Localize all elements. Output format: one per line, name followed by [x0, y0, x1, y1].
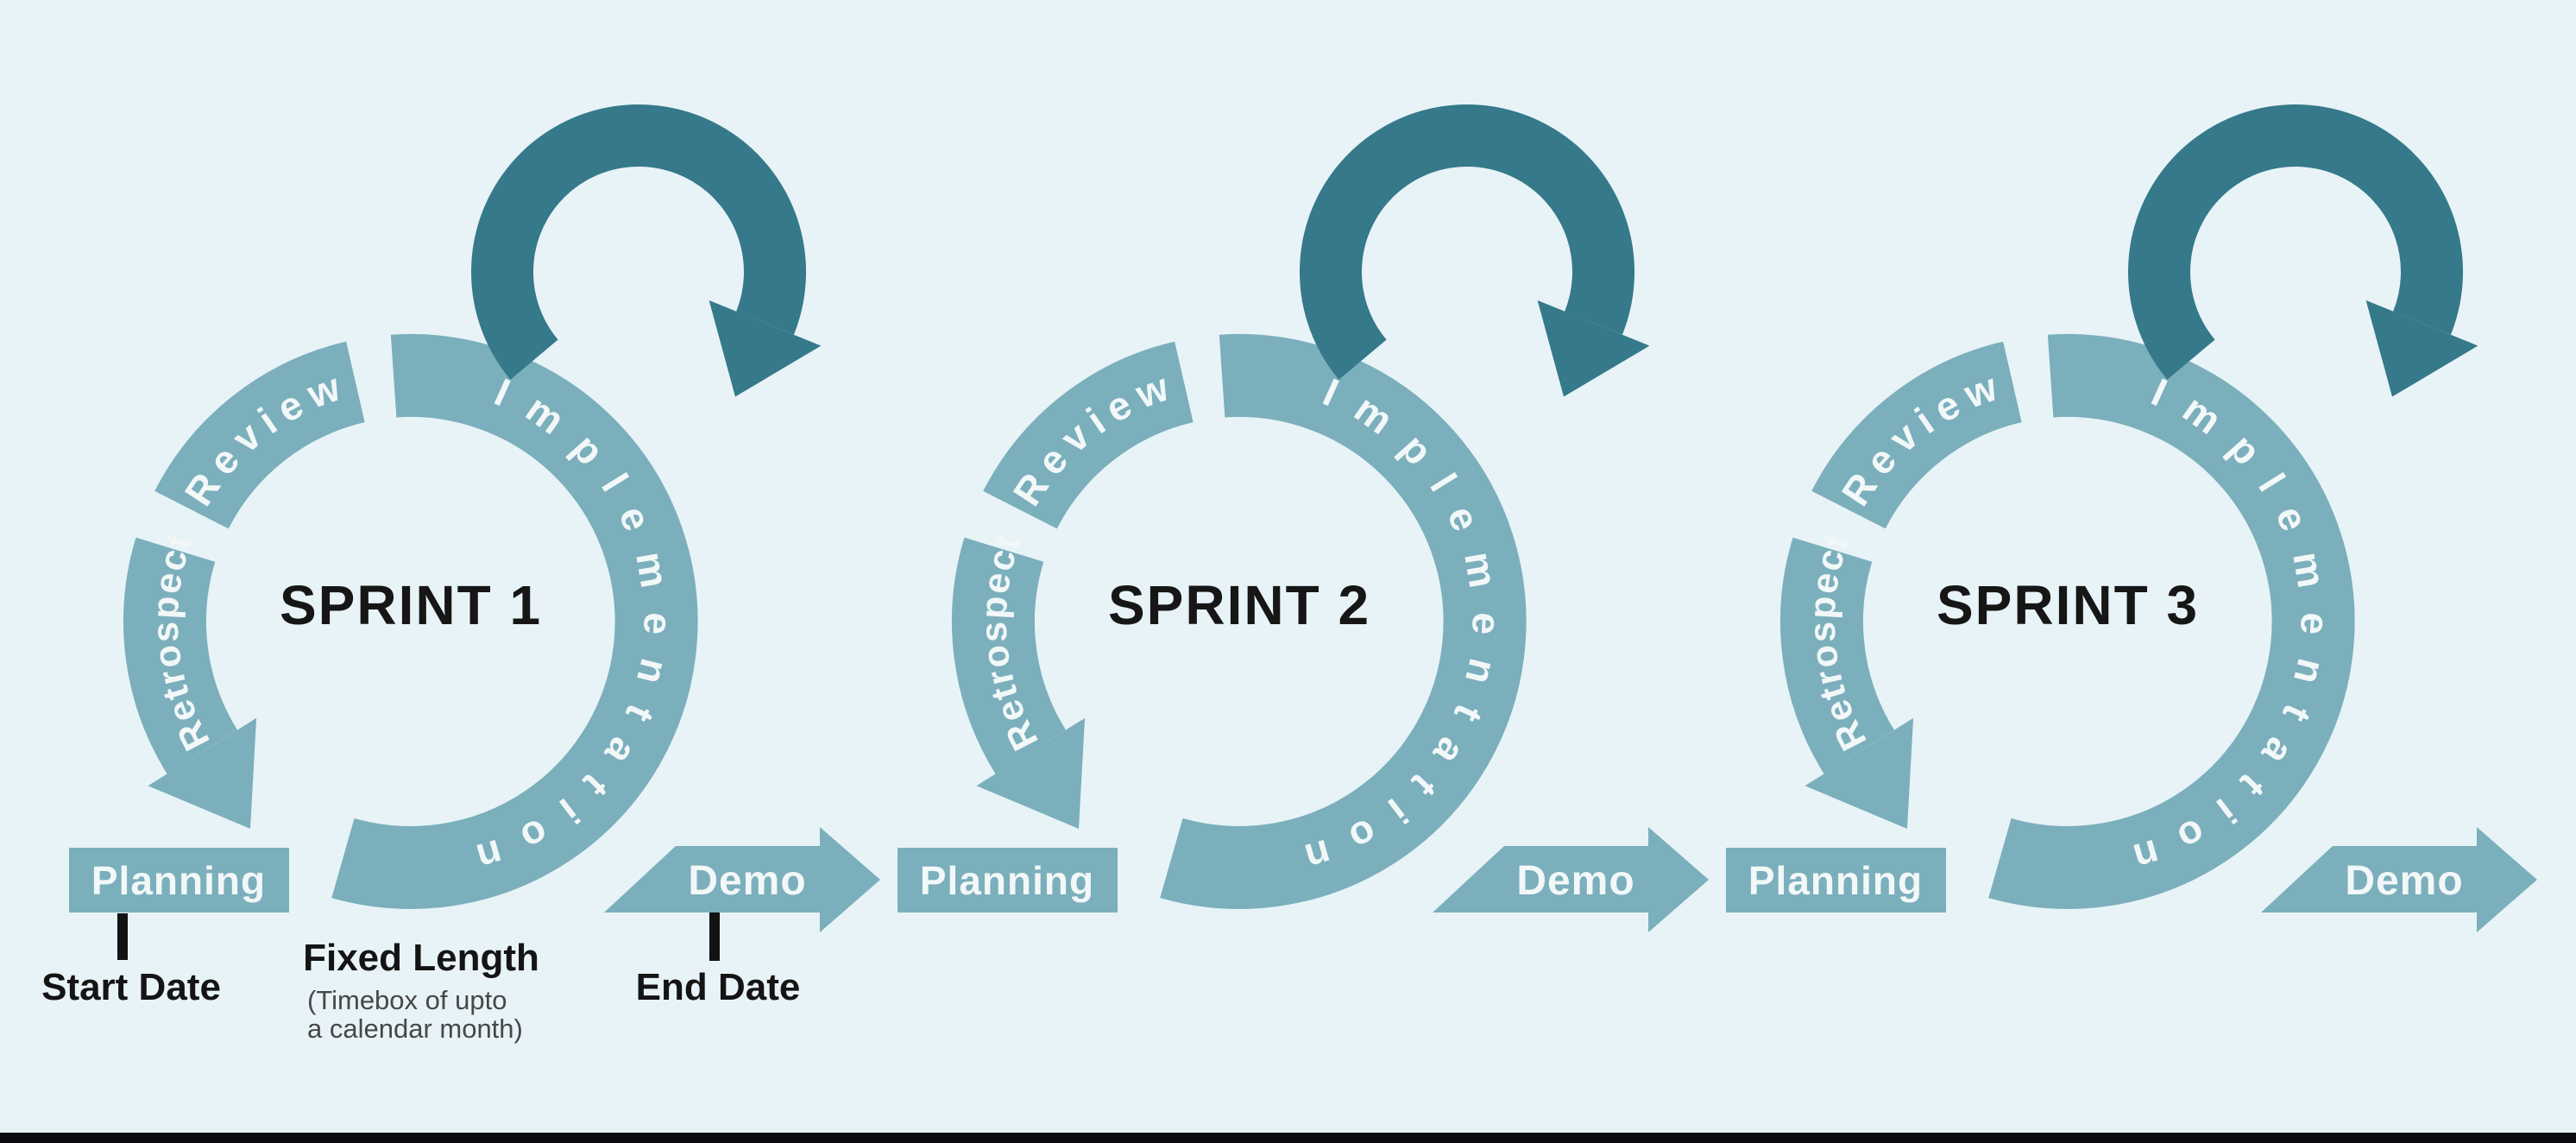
sprint-1-unit: Review Retrospect Implementation SPRINT …	[0, 0, 919, 1143]
planning-label: Planning	[920, 858, 1094, 903]
planning-label: Planning	[91, 858, 266, 903]
sprint-title: SPRINT 2	[1108, 574, 1370, 636]
sprint-3-unit: Review Retrospect Implementation SPRINT …	[1657, 0, 2576, 1143]
end-date-label: End Date	[636, 966, 801, 1008]
fixed-length-note-line1: (Timebox of upto	[307, 985, 507, 1015]
sprint-3-cycle: Review Retrospect Implementation SPRINT …	[1657, 0, 2576, 1143]
planning-label: Planning	[1748, 858, 1923, 903]
sprint-2-cycle: Review Retrospect Implementation SPRINT …	[828, 0, 1748, 1143]
sprint-title: SPRINT 3	[1937, 574, 2199, 636]
demo-label: Demo	[688, 858, 806, 904]
demo-label: Demo	[1516, 858, 1634, 904]
fixed-length-note-line2: a calendar month)	[307, 1014, 523, 1044]
start-date-label: Start Date	[41, 966, 221, 1008]
end-date-tick	[709, 913, 720, 961]
sprint-1-cycle: Review Retrospect Implementation SPRINT …	[0, 0, 919, 1044]
sprint-title: SPRINT 1	[280, 574, 542, 636]
sprint-2-unit: Review Retrospect Implementation SPRINT …	[828, 0, 1748, 1143]
start-date-tick	[117, 913, 128, 960]
bottom-edge-bar	[0, 1133, 2576, 1143]
demo-label: Demo	[2345, 858, 2463, 904]
fixed-length-label: Fixed Length	[303, 937, 539, 979]
